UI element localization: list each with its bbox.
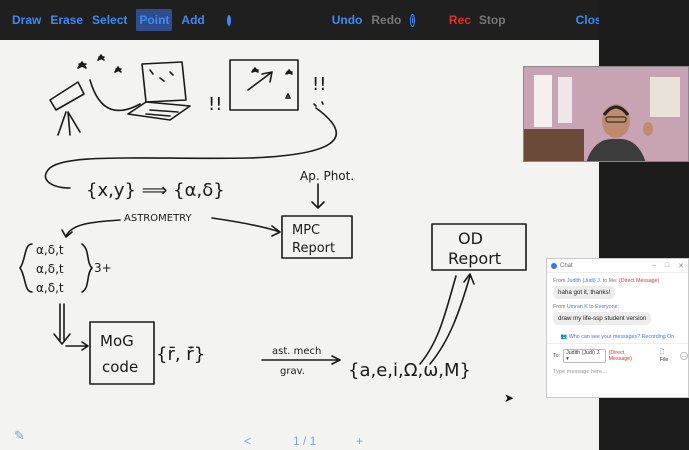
page-indicator: 1 / 1 (293, 434, 317, 448)
obs-line-2: α,δ,t (36, 262, 64, 276)
chat-title: Chat (560, 262, 573, 269)
astrometry-label: ASTROMETRY (124, 213, 192, 224)
recipient-dm-flag: (Direct Message) (608, 349, 632, 362)
message-1-sender[interactable]: Judith (Judi) J. (566, 278, 602, 284)
sky-image-box (229, 59, 299, 111)
svg-text:!!: !! (208, 94, 222, 115)
minimize-icon[interactable]: – (651, 262, 656, 269)
annotation-toolbar: Draw Erase Select Point Add Undo Redo i … (0, 0, 608, 40)
chat-titlebar: Chat – □ ✕ (547, 259, 688, 273)
people-icon: 👥 (560, 334, 568, 340)
grav-label: grav. (280, 366, 305, 377)
recipient-select[interactable]: Judith (Judi) J. ▾ (563, 348, 606, 363)
ap-phot-label: Ap. Phot. (300, 169, 354, 183)
close-icon[interactable]: ✕ (678, 262, 684, 270)
add-page-button[interactable]: + (356, 434, 364, 448)
info-icon[interactable]: i (410, 13, 415, 27)
from-label: From (553, 278, 566, 284)
obs-line-1: α,δ,t (36, 243, 64, 257)
message-2-bubble: draw my life-ssp student version (553, 312, 652, 325)
chat-window: Chat – □ ✕ From Judith (Judi) J. to Me: … (546, 258, 689, 398)
three-plus-label: 3+ (94, 261, 112, 275)
more-options-icon[interactable]: … (680, 351, 688, 360)
whiteboard-drawing: !! !! {x,y} ⟹ {α,δ} Ap. Phot. ASTROMETRY… (19, 54, 527, 385)
obs-line-3: α,δ,t (36, 281, 64, 295)
mog-label: MoG (100, 332, 134, 350)
chat-app-icon (551, 262, 557, 269)
od-report-box (431, 223, 527, 271)
mpc-label: MPC (292, 223, 320, 238)
file-icon: 🗋 (659, 349, 665, 355)
orbital-elements-label: {a,e,i,Ω,ω,M} (348, 360, 471, 381)
add-button[interactable]: Add (181, 13, 205, 27)
od-label: OD (458, 229, 483, 248)
participant-video[interactable] (523, 66, 689, 162)
draw-button[interactable]: Draw (12, 13, 42, 27)
undo-button[interactable]: Undo (331, 13, 363, 27)
state-vector-label: {r̄, r̄̇} (156, 344, 205, 365)
direct-message-flag: (Direct Message) (619, 278, 660, 284)
message-2-header: From Umran K to Everyone: (553, 304, 688, 310)
flow-arrow (44, 107, 338, 189)
message-1-bubble: haha got it, thanks! (553, 286, 616, 299)
from-label-2: From (553, 304, 566, 310)
record-button[interactable]: Rec (448, 13, 471, 27)
file-button[interactable]: 🗋 File (660, 348, 674, 363)
recipient-value: Judith (Judi) J. (566, 349, 601, 356)
maximize-icon[interactable]: □ (664, 262, 670, 269)
redo-button[interactable]: Redo (371, 13, 402, 27)
ast-mech-label: ast. mech (272, 346, 321, 357)
message-1-header: From Judith (Judi) J. to Me: (Direct Mes… (553, 278, 688, 284)
mouse-cursor-icon: ➤ (504, 391, 515, 405)
file-label: File (659, 357, 669, 363)
erase-button[interactable]: Erase (50, 13, 84, 27)
svg-text:!!: !! (312, 74, 326, 95)
code-label: code (102, 358, 138, 376)
mog-code-box (89, 321, 155, 385)
prev-page-button[interactable]: < (244, 434, 252, 448)
telescope-sketch (49, 81, 85, 111)
privacy-notice-text: Who can see your messages? Recording On (568, 334, 675, 340)
privacy-notice[interactable]: 👥 Who can see your messages? Recording O… (547, 334, 688, 344)
to-me-label: to Me: (602, 278, 618, 284)
to-label-2: to (589, 304, 594, 310)
mpc-report-box (281, 215, 353, 259)
message-input[interactable]: Type message here... (553, 369, 607, 375)
color-blue-outline-swatch[interactable] (226, 14, 231, 26)
to-label: To: (553, 352, 561, 359)
xy-to-radec: {x,y} ⟹ {α,δ} (86, 180, 225, 201)
od-report-label: Report (448, 249, 501, 268)
whiteboard[interactable]: !! !! {x,y} ⟹ {α,δ} Ap. Phot. ASTROMETRY… (0, 40, 599, 450)
recipient-row: To: Judith (Judi) J. ▾ (Direct Message) … (553, 348, 688, 363)
pencil-icon[interactable]: ✎ (14, 428, 25, 443)
report-label: Report (292, 241, 335, 256)
message-2-target: Everyone: (595, 304, 619, 310)
stop-button[interactable]: Stop (478, 13, 506, 27)
video-frame (524, 67, 688, 161)
select-button[interactable]: Select (92, 13, 128, 27)
message-2-sender[interactable]: Umran K (566, 304, 588, 310)
point-button[interactable]: Point (136, 9, 173, 31)
computer-sketch (141, 61, 187, 103)
